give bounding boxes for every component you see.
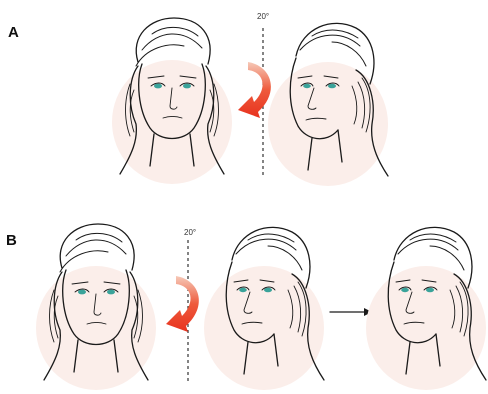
panel-b	[36, 224, 486, 390]
panel-b-right-arrow-icon	[330, 308, 372, 316]
panel-b-rotation-arrow-icon	[166, 276, 199, 332]
panel-b-face-neutral	[36, 224, 156, 390]
panel-a-face-rotated	[268, 23, 388, 186]
panel-b-face-rotated-return	[366, 227, 486, 390]
panel-b-face-rotated	[204, 227, 324, 390]
panel-a-rotation-arrow-icon	[238, 62, 271, 118]
panel-a-face-neutral	[112, 18, 232, 184]
panel-a	[112, 18, 388, 186]
